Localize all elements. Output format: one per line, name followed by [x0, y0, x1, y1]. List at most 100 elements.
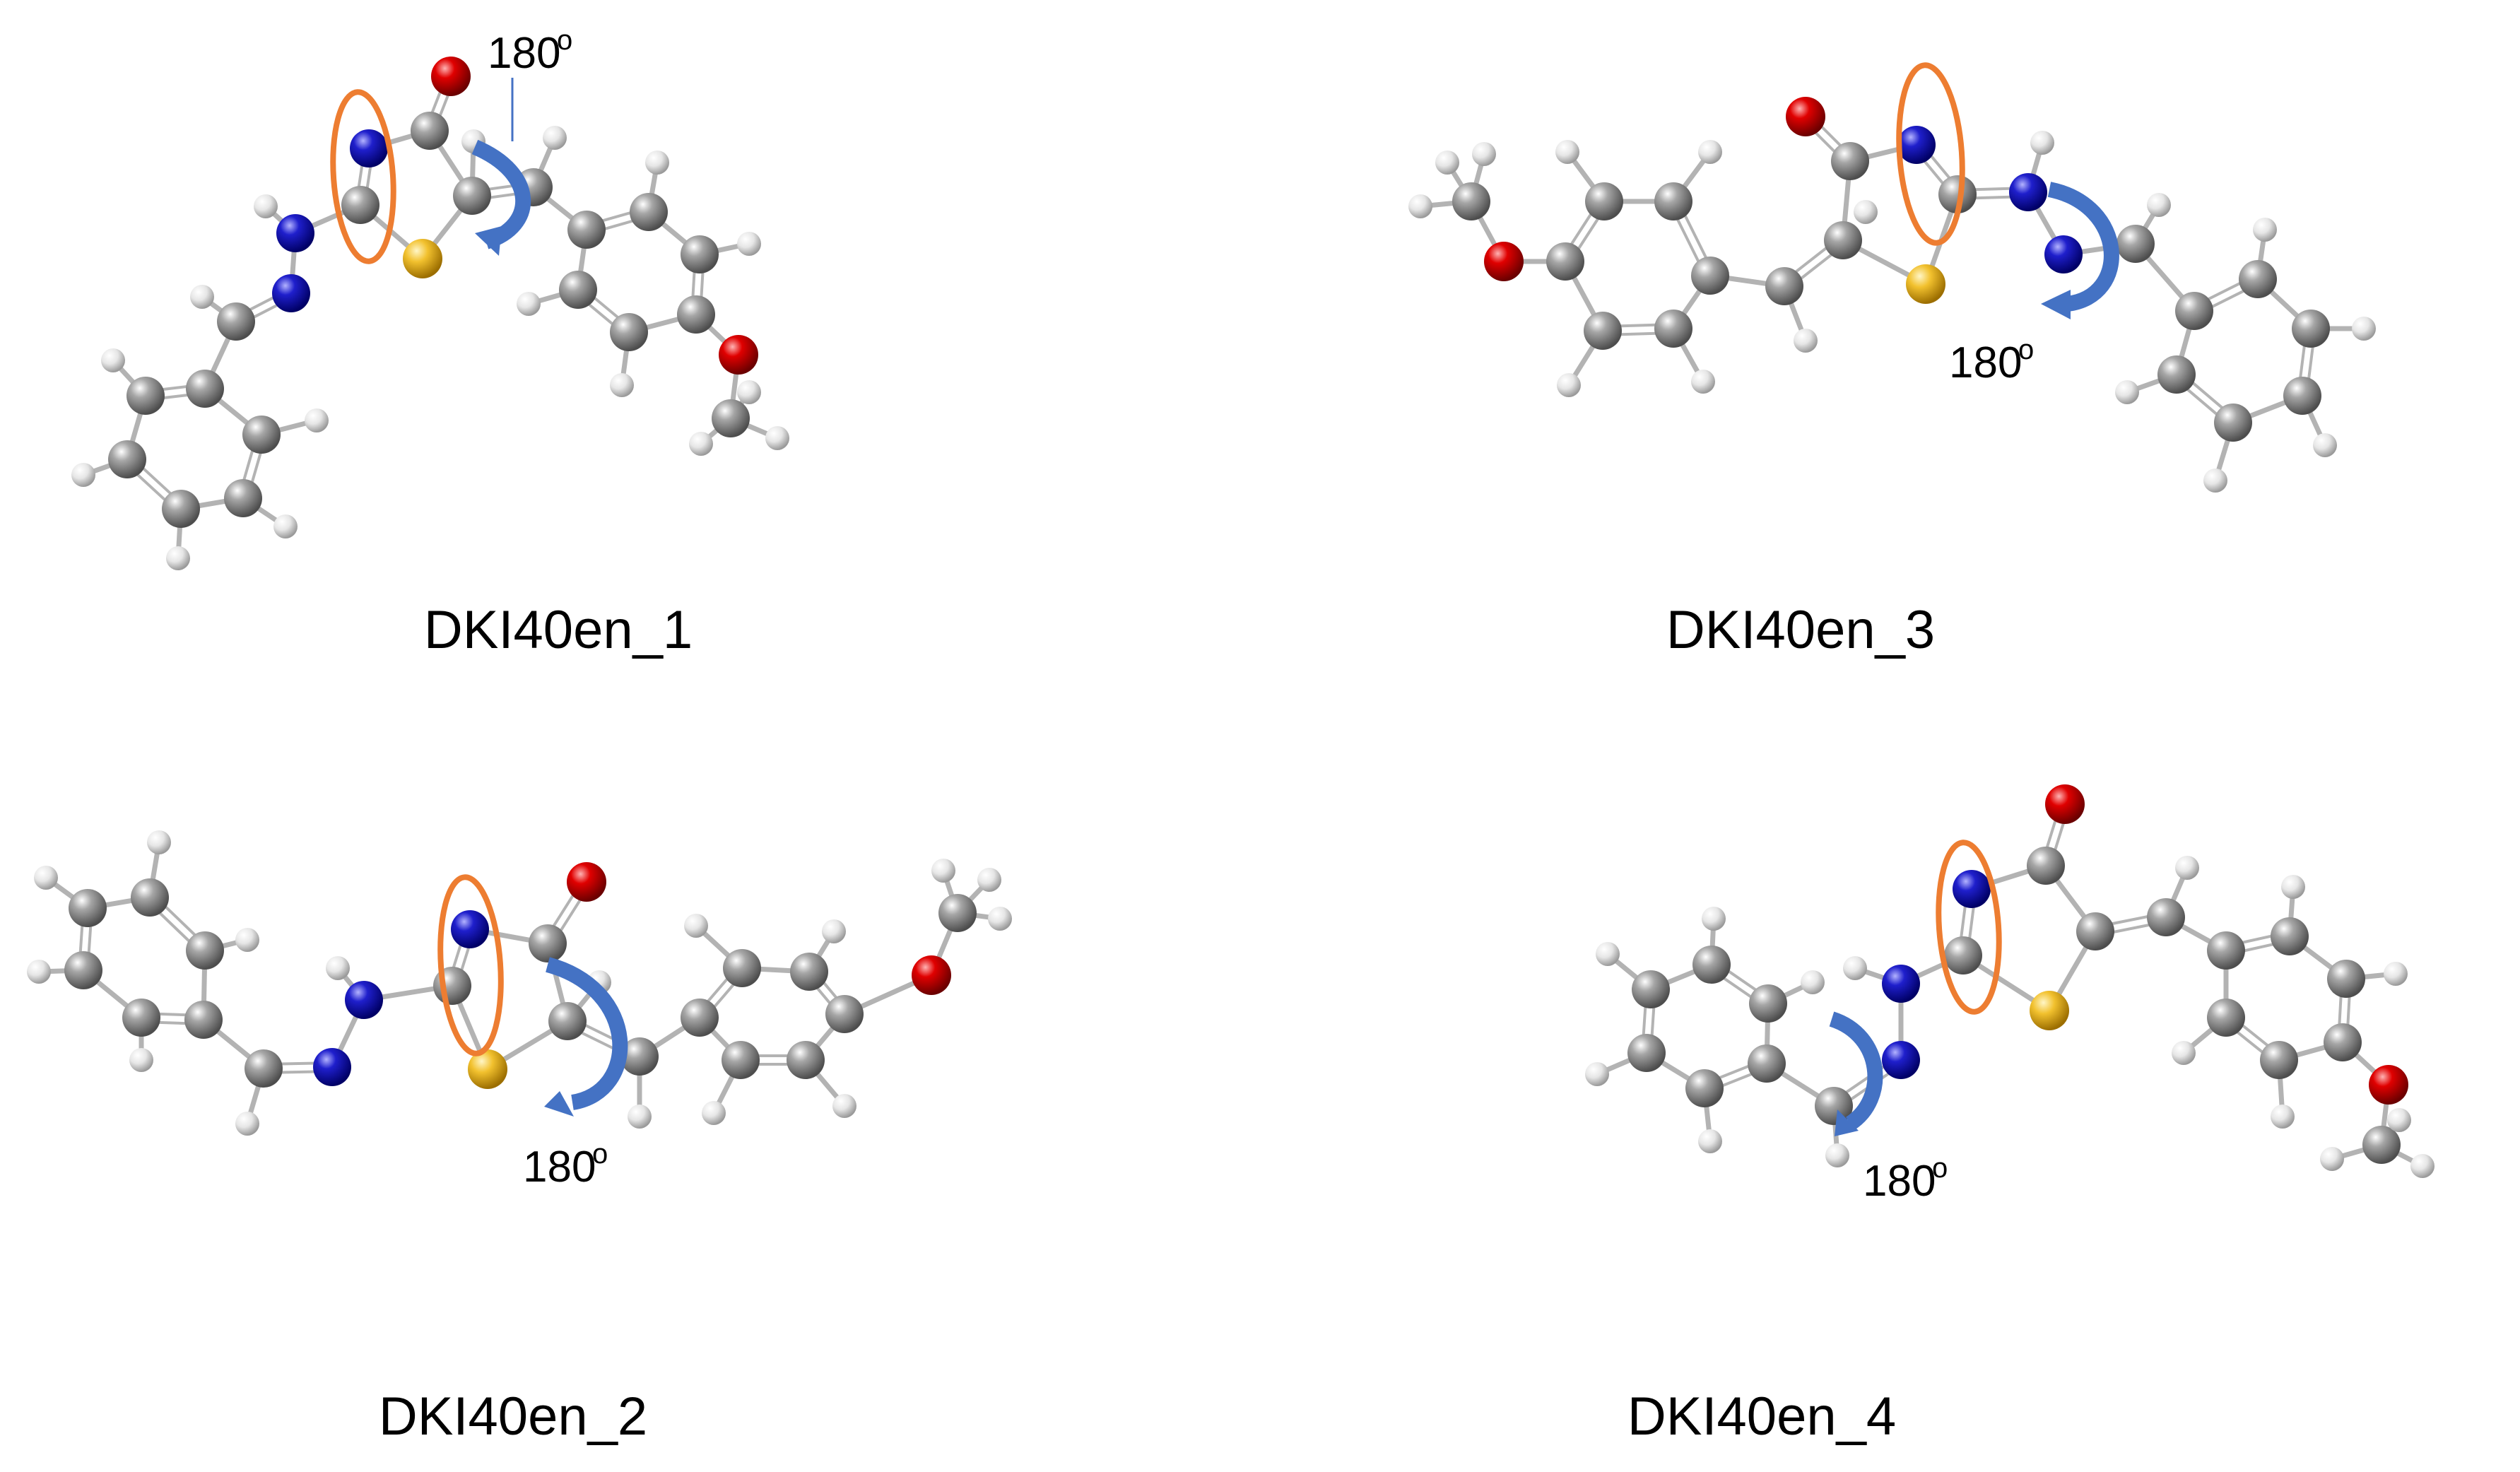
carbon-atom — [2292, 310, 2330, 348]
atoms — [71, 57, 789, 570]
carbon-atom — [242, 416, 281, 454]
imine-highlight-ellipse — [1936, 840, 2002, 1015]
carbon-atom — [2214, 404, 2252, 442]
hydrogen-atom — [1557, 373, 1581, 397]
compound-label-4: DKI40en_4 — [1627, 1386, 1896, 1447]
svg-text:180: 180 — [488, 29, 560, 78]
carbon-atom — [126, 377, 165, 415]
carbon-atom — [131, 878, 169, 917]
carbon-atom — [2283, 377, 2321, 415]
carbon-atom — [245, 1049, 283, 1088]
hydrogen-atom — [702, 1101, 726, 1125]
atoms — [1585, 784, 2434, 1178]
hydrogen-atom — [1408, 194, 1432, 218]
nitrogen-atom — [451, 910, 489, 948]
oxygen-atom — [1484, 242, 1524, 281]
carbon-atom — [723, 949, 761, 987]
carbon-atom — [1654, 182, 1692, 220]
carbon-atom — [2324, 1023, 2362, 1061]
hydrogen-atom — [517, 292, 541, 316]
carbon-atom — [2362, 1126, 2401, 1164]
rotation-label-2: 180 o — [523, 1138, 608, 1191]
rotation-arrow — [471, 139, 531, 256]
hydrogen-atom — [1472, 142, 1496, 166]
hydrogen-atom — [1794, 329, 1818, 353]
carbon-atom — [453, 177, 491, 215]
compound-label-3: DKI40en_3 — [1666, 600, 1935, 660]
carbon-atom — [2157, 355, 2196, 394]
carbon-atom — [1938, 175, 1977, 213]
hydrogen-atom — [2115, 380, 2139, 404]
hydrogen-atom — [147, 830, 171, 854]
svg-text:180: 180 — [1863, 1157, 1936, 1206]
carbon-atom — [122, 999, 160, 1037]
hydrogen-atom — [765, 426, 789, 450]
hydrogen-atom — [166, 546, 190, 570]
carbon-atom — [1584, 312, 1622, 350]
svg-text:o: o — [2018, 334, 2034, 365]
carbon-atom — [2271, 917, 2309, 955]
carbon-atom — [1691, 257, 1729, 295]
compound-label-2: DKI40en_2 — [379, 1386, 647, 1447]
oxygen-atom — [2369, 1065, 2408, 1105]
oxygen-atom — [912, 955, 951, 995]
carbon-atom — [1692, 946, 1731, 984]
hydrogen-atom — [2352, 317, 2376, 341]
hydrogen-atom — [129, 1048, 153, 1072]
oxygen-atom — [567, 862, 606, 902]
rotation-label-4: 180 o — [1863, 1153, 1948, 1206]
carbon-atom — [217, 302, 255, 341]
svg-text:180: 180 — [523, 1143, 596, 1191]
hydrogen-atom — [2281, 875, 2305, 899]
bonds — [36, 840, 1003, 1126]
hydrogen-atom — [254, 194, 278, 218]
carbon-atom — [1748, 1044, 1786, 1083]
rotation-arrow — [2041, 182, 2119, 319]
nitrogen-atom — [276, 214, 314, 252]
hydrogen-atom — [2384, 962, 2408, 986]
carbon-atom — [681, 235, 719, 273]
panel-dki40en-3 — [1408, 62, 2376, 493]
sulfur-atom — [468, 1049, 507, 1089]
hydrogen-atom — [2271, 1105, 2295, 1129]
hydrogen-atom — [737, 380, 761, 404]
carbon-atom — [1452, 182, 1490, 220]
sulfur-atom — [1906, 264, 1945, 304]
carbon-atom — [712, 399, 750, 437]
hydrogen-atom — [2410, 1154, 2434, 1178]
carbon-atom — [2116, 225, 2155, 263]
carbon-atom — [1685, 1069, 1724, 1107]
rotation-label-1: 180 o — [488, 25, 572, 78]
hydrogen-atom — [1596, 942, 1620, 966]
svg-text:180: 180 — [1949, 338, 2022, 387]
imine-highlight-ellipse — [330, 89, 396, 264]
imine-highlight-ellipse — [437, 874, 504, 1056]
carbon-atom — [559, 271, 597, 309]
carbon-atom — [548, 1002, 587, 1040]
carbon-atom — [1654, 310, 1692, 348]
carbon-atom — [2239, 260, 2277, 298]
hydrogen-atom — [305, 408, 329, 432]
hydrogen-atom — [1691, 370, 1715, 394]
carbon-atom — [529, 924, 567, 962]
carbon-atom — [787, 1041, 825, 1079]
carbon-atom — [630, 193, 668, 231]
carbon-atom — [69, 889, 107, 927]
hydrogen-atom — [2147, 193, 2171, 217]
hydrogen-atom — [2387, 1108, 2411, 1132]
carbon-atom — [938, 894, 977, 932]
sulfur-atom — [403, 239, 442, 278]
hydrogen-atom — [71, 463, 95, 487]
panel-dki40en-1 — [71, 57, 789, 570]
carbon-atom — [1824, 221, 1862, 259]
carbon-atom — [620, 1037, 659, 1076]
carbon-atom — [2207, 999, 2245, 1037]
nitrogen-atom — [345, 981, 383, 1019]
nitrogen-atom — [1882, 1041, 1920, 1079]
carbon-atom — [224, 479, 262, 517]
nitrogen-atom — [313, 1048, 351, 1086]
nitrogen-atom — [2044, 235, 2083, 273]
hydrogen-atom — [34, 866, 58, 890]
hydrogen-atom — [1801, 970, 1825, 994]
